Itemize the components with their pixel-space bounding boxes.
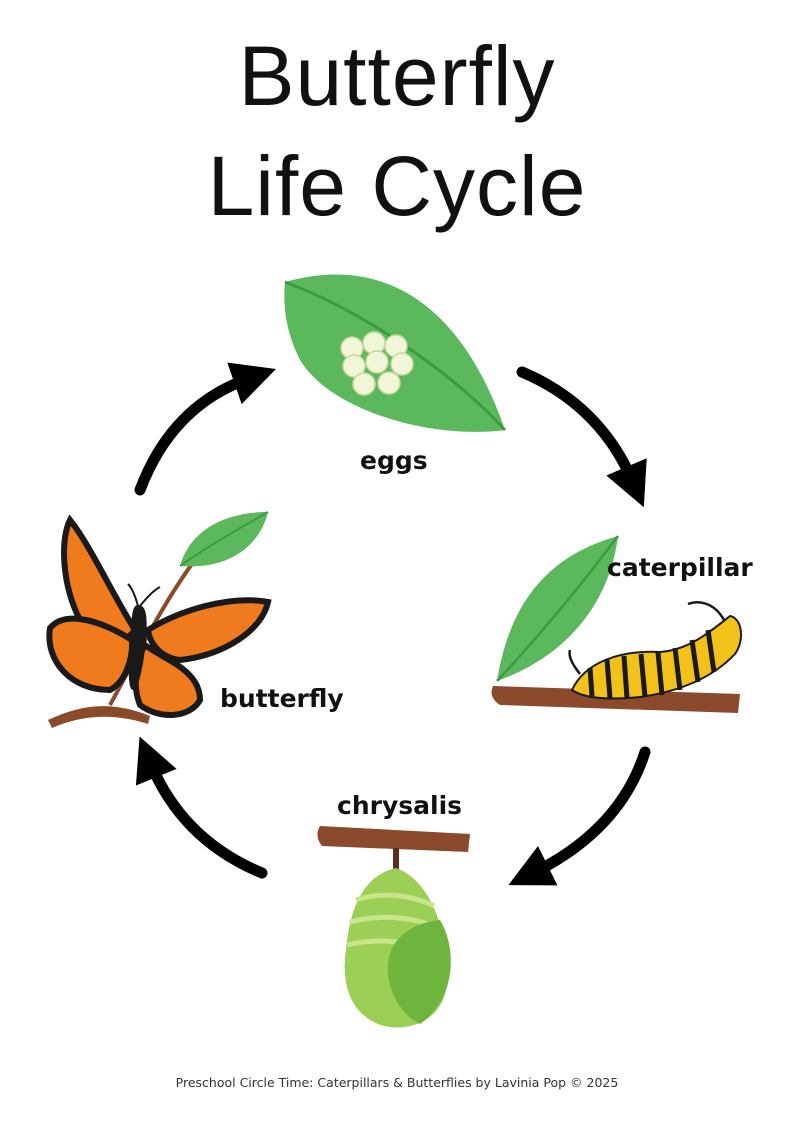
butterfly-antennae [127, 583, 161, 607]
chrysalis-wing-case [387, 920, 451, 1024]
eggs-illustration [284, 274, 507, 432]
arrow-butterfly-to-eggs [134, 362, 276, 496]
caterpillar-leaf-vein [496, 535, 619, 682]
arrow-caterpillar-to-chrysalis [508, 746, 651, 886]
caterpillar-illustration [491, 535, 742, 713]
chrysalis-illustration [317, 826, 470, 1028]
stage-label-caterpillar: caterpillar [607, 553, 753, 582]
butterfly-branch [48, 706, 150, 728]
caterpillar-antenna-front [687, 601, 726, 621]
butterfly-wing-upper-right [144, 597, 272, 664]
butterfly-body [128, 605, 147, 690]
stage-label-chrysalis: chrysalis [337, 791, 463, 820]
arrow-chrysalis-to-butterfly [135, 736, 268, 879]
stage-label-butterfly: butterfly [220, 684, 344, 713]
butterfly-leaf-vein [179, 511, 269, 567]
chrysalis-branch [317, 826, 470, 852]
butterfly-wing-lower-left [46, 615, 136, 694]
caterpillar-stripes [587, 629, 717, 699]
arrow-eggs-to-caterpillar [516, 366, 647, 508]
title-line-1: Butterfly [238, 29, 556, 123]
caterpillar-antenna-rear [568, 649, 581, 675]
stage-label-eggs: eggs [360, 446, 428, 475]
footer-credit: Preschool Circle Time: Caterpillars & Bu… [175, 1075, 619, 1090]
chrysalis-stem [393, 848, 399, 870]
caterpillar-leaf [497, 536, 618, 681]
title-line-2: Life Cycle [207, 139, 587, 233]
egg-cluster [340, 331, 414, 396]
caterpillar-branch [491, 686, 740, 713]
butterfly-illustration [46, 511, 272, 728]
